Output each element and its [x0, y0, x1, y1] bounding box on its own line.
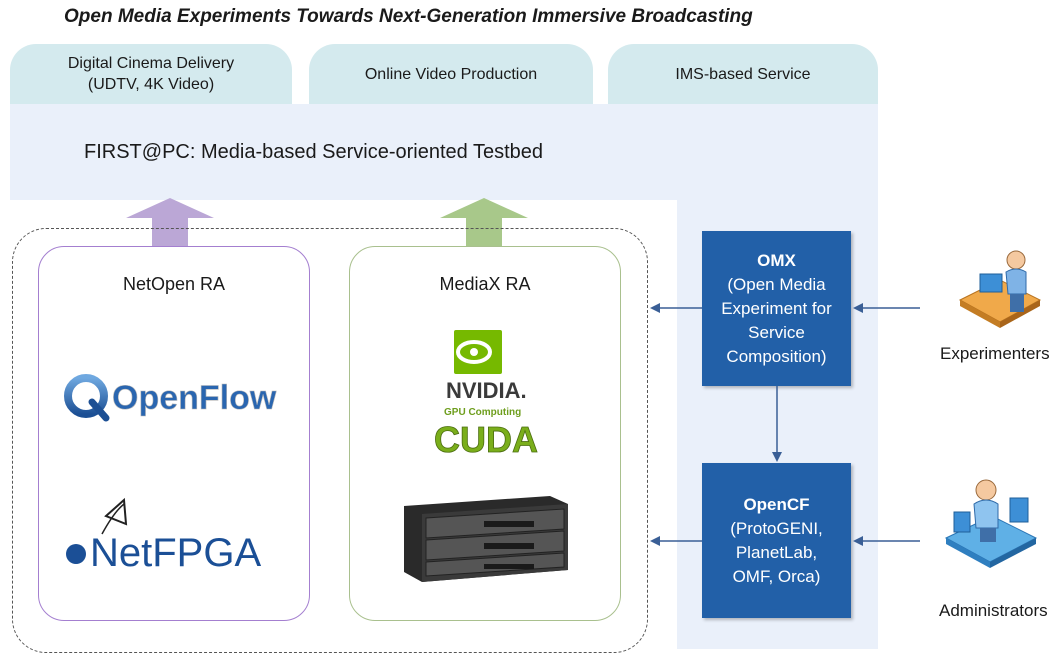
omx-title: OMX [757, 250, 796, 270]
tab-label-line1: Digital Cinema Delivery [67, 55, 235, 72]
purple-up-arrow-icon [126, 198, 214, 246]
netfpga-logo-text: NetFPGA [90, 531, 261, 574]
administrator-icon [944, 479, 1038, 568]
opencf-line: (ProtoGENI, [730, 518, 823, 538]
mediax-ra-title: MediaX RA [439, 274, 531, 294]
omx-line: Experiment for [721, 298, 832, 318]
testbed-label: FIRST@PC: Media-based Service-oriented T… [84, 141, 544, 163]
experimenter-icon [958, 250, 1042, 328]
nvidia-text: NVIDIA. [446, 378, 527, 403]
opencf-title: OpenCF [743, 494, 810, 514]
openflow-logo-text: OpenFlow [112, 379, 277, 417]
cuda-text: CUDA [434, 419, 538, 460]
gpu-computing-text: GPU Computing [444, 407, 521, 418]
tab-label-line2: (UDTV, 4K Video) [87, 76, 215, 93]
server-rack-icon [404, 496, 568, 582]
opencf-line: PlanetLab, [735, 542, 818, 562]
opencf-line: OMF, Orca) [732, 566, 821, 586]
testbed-panel [10, 104, 878, 200]
green-up-arrow-icon [440, 198, 528, 246]
tab-digital-cinema-delivery: Digital Cinema Delivery (UDTV, 4K Video) [10, 44, 292, 104]
netfpga-logo: NetFPGA [66, 497, 261, 574]
omx-line: (Open Media [727, 274, 826, 294]
tab-label: Online Video Production [364, 65, 538, 83]
omx-box: OMX (Open Media Experiment for Service C… [702, 231, 851, 386]
nvidia-cuda-logo: NVIDIA. GPU Computing CUDA [434, 330, 538, 460]
experimenters-label: Experimenters [940, 344, 1050, 363]
opencf-box: OpenCF (ProtoGENI, PlanetLab, OMF, Orca) [702, 463, 851, 618]
tab-online-video-production: Online Video Production [309, 44, 593, 104]
tab-label: IMS-based Service [675, 65, 811, 83]
administrators-label: Administrators [939, 601, 1048, 620]
diagram-title: Open Media Experiments Towards Next-Gene… [64, 6, 753, 27]
tab-ims-based-service: IMS-based Service [608, 44, 878, 104]
omx-line: Composition) [726, 346, 827, 366]
omx-line: Service [748, 322, 805, 342]
openflow-logo: OpenFlow [64, 374, 277, 422]
netopen-ra-title: NetOpen RA [122, 274, 226, 294]
